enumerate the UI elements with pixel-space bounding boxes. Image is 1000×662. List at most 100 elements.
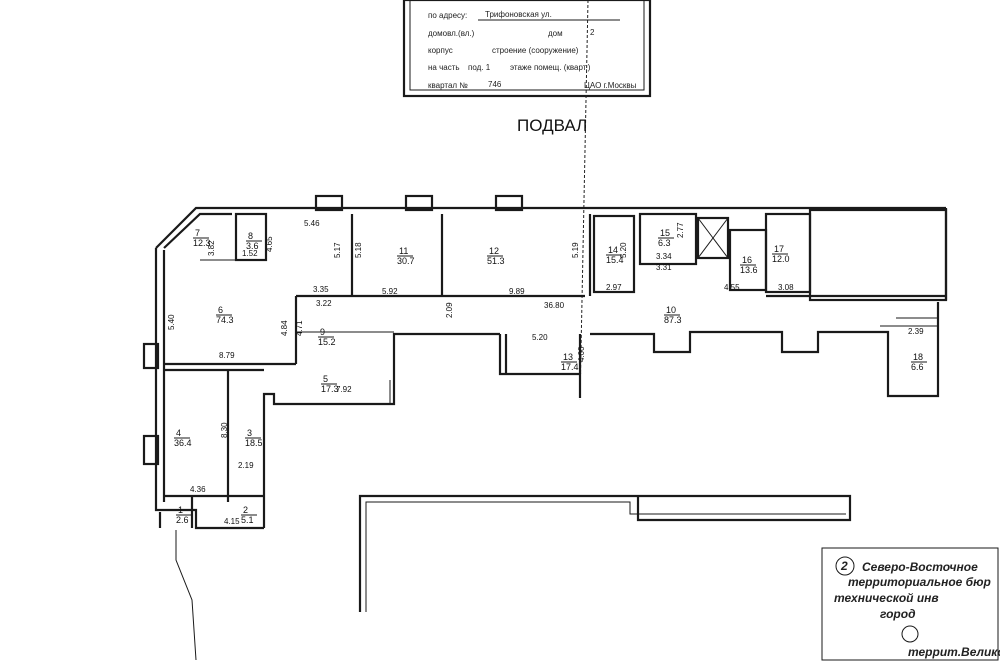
room-number: 1 [178,505,183,515]
dimension-label: 5.20 [619,242,628,258]
room-number: 16 [742,255,752,265]
room-number: 12 [489,246,499,256]
room-area: 13.6 [740,265,758,275]
room-number: 5 [323,374,328,384]
dimension-label: 4.65 [265,236,274,252]
room-area: 51.3 [487,256,505,266]
dimension-label: 5.92 [382,287,398,296]
dimension-label: 4.55 [724,283,740,292]
lower-outline [175,494,852,661]
room-area: 12.3 [193,238,211,248]
room-area: 74.3 [216,315,234,325]
stamp-dom-no: 2 [590,28,595,37]
room-area: 17.4 [561,362,579,372]
dimension-label: 3.31 [656,263,672,272]
dimension-label: 5.46 [304,219,320,228]
stamp-dom: дом [548,29,563,38]
stamp-na-chast: на часть [428,63,460,72]
dimension-label: 3.35 [313,285,329,294]
stamp-etazh: этаже помещ. (кварт.) [510,63,591,72]
room-area: 15.4 [606,255,624,265]
dimension-label: 4.36 [190,485,206,494]
room-number: 9 [320,327,325,337]
room-area: 30.7 [397,256,415,266]
dimension-label: 1.52 [242,249,258,258]
room-number: 3 [247,428,252,438]
room-area: 15.2 [318,337,336,347]
note-circle-2 [901,625,919,643]
dimension-label: 2.39 [908,327,924,336]
stamp-kvartal-no: 746 [488,80,502,89]
note-line5: террит.Велико [908,645,1000,659]
note-line3: технической инв [834,591,939,605]
address-stamp: по адресу: Трифоновская ул. домовл.(вл.)… [402,0,652,98]
room-number: 8 [248,231,253,241]
dimension-label: 5.17 [333,242,342,258]
room-number: 11 [399,246,408,256]
dimension-label: 2.77 [676,222,685,238]
stamp-pod: под. 1 [468,63,491,72]
outer-walls [154,206,948,530]
dimension-label: 5.18 [354,242,363,258]
room-area: 36.4 [174,438,192,448]
room-number: 6 [218,305,223,315]
note-line4: город [880,607,916,621]
stamp-korpus: корпус [428,46,453,55]
room-area: 5.1 [241,515,254,525]
dimension-label: 2.19 [238,461,254,470]
room-area: 87.3 [664,315,682,325]
dimension-label: 9.89 [509,287,525,296]
note-circle [835,556,855,576]
room-number: 13 [563,352,573,362]
room-area: 18.5 [245,438,263,448]
window-wells [142,194,524,466]
scan-seam [579,0,589,401]
room-area: 3.6 [246,241,259,251]
room-number: 14 [608,245,618,255]
floor-title: ПОДВАЛ [517,116,587,135]
room-number: 18 [913,352,923,362]
dimension-label: 7.92 [336,385,352,394]
room-area: 2.6 [176,515,189,525]
dimension-label: 4.84 [280,320,289,336]
stamp-kvartal-label: квартал № [428,81,468,90]
note-line2: территориальное бюр [848,575,991,589]
stamp-stroenie: строение (сооружение) [492,46,579,55]
stamp-address-label: по адресу: [428,11,467,20]
dimension-label: 2.97 [606,283,622,292]
dimension-label: 3.82 [207,240,216,256]
room-number: 7 [195,228,200,238]
dimension-label: 5.40 [167,314,176,330]
room-number: 17 [774,244,784,254]
dimension-label: 3.22 [316,299,332,308]
interior-walls [164,208,948,528]
dimension-label: 5.20 [532,333,548,342]
room-area: 12.0 [772,254,790,264]
dimension-label: 36.80 [544,301,565,310]
note-circle-no: 2 [840,559,848,573]
dimension-label: 4.71 [295,320,304,336]
stamp-address-value: Трифоновская ул. [485,10,552,19]
room-labels: 12.625.1318.5436.4517.3674.3712.383.6915… [174,228,927,525]
dimension-label: 3.08 [778,283,794,292]
room-number: 4 [176,428,181,438]
dimension-label: 8.30 [220,422,229,438]
dimension-label: 2.09 [445,302,454,318]
dimension-label: 3.34 [656,252,672,261]
room-area: 17.3 [321,384,339,394]
room-number: 10 [666,305,676,315]
dimension-label: 4.00 [577,346,586,362]
bti-note: 2 Северо-Восточное территориальное бюр т… [821,547,1000,661]
dimension-label: 4.15 [224,517,240,526]
dimension-label: 5.19 [571,242,580,258]
note-line1: Северо-Восточное [862,560,978,574]
stamp-domovl: домовл.(вл.) [428,29,475,38]
room-number: 2 [243,505,248,515]
room-area: 6.3 [658,238,671,248]
dimension-label: 8.79 [219,351,235,360]
room-area: 6.6 [911,362,924,372]
stamp-okrug: ЦАО г.Москвы [584,81,637,90]
room-number: 15 [660,228,670,238]
